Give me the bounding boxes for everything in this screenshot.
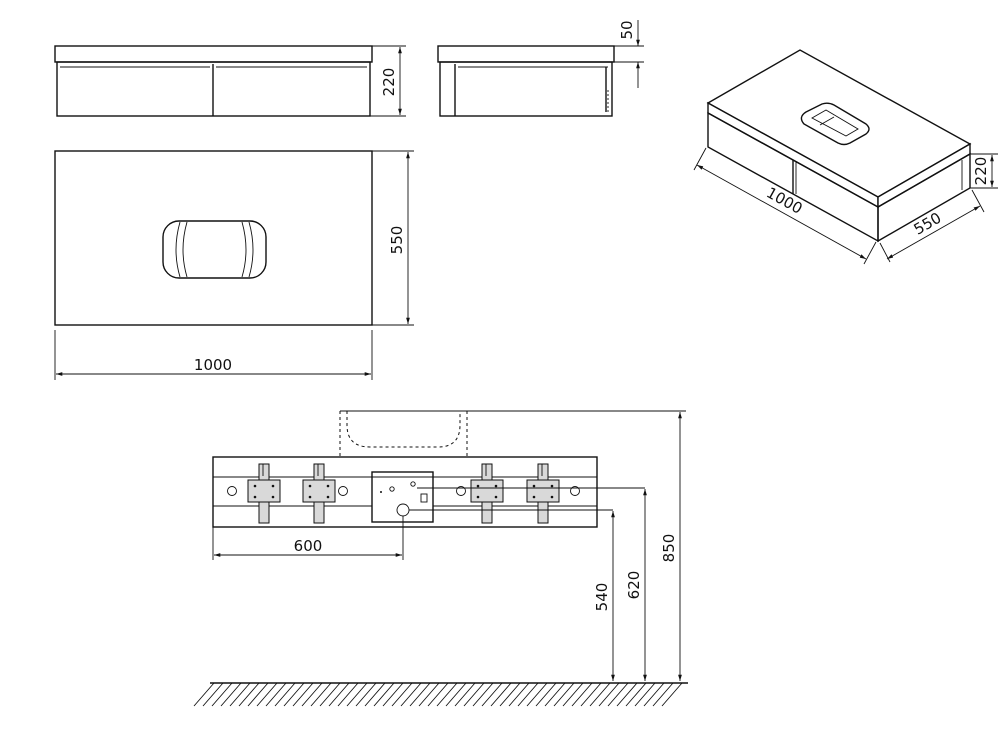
hatch-line — [517, 682, 539, 707]
mounting-bracket — [526, 463, 560, 524]
hatch-line — [328, 682, 350, 707]
top-view: 1000 550 — [54, 150, 414, 380]
hatch-line — [382, 682, 404, 707]
hatch-line — [364, 682, 386, 707]
hatch-line — [598, 682, 620, 707]
hatch-line — [571, 682, 593, 707]
hatch-line — [400, 682, 422, 707]
height-540-label: 540 — [593, 583, 611, 612]
hatch-line — [643, 682, 665, 707]
hatch-line — [193, 682, 215, 707]
hatch-line — [463, 682, 485, 707]
side-view: 50 — [437, 20, 644, 117]
hatch-line — [472, 682, 494, 707]
iso-height-label: 220 — [972, 157, 990, 186]
hatch-line — [607, 682, 629, 707]
hatch-line — [355, 682, 377, 707]
hatch-line — [202, 682, 224, 707]
height-620-label: 620 — [625, 571, 643, 600]
mounting-bracket — [247, 463, 281, 524]
floor-hatch — [193, 682, 688, 707]
top-width-label: 1000 — [194, 356, 232, 374]
hatch-line — [238, 682, 260, 707]
hatch-line — [652, 682, 674, 707]
hatch-line — [481, 682, 503, 707]
top-thickness-label: 50 — [618, 20, 636, 39]
top-depth-label: 550 — [388, 226, 406, 255]
hatch-line — [445, 682, 467, 707]
hatch-line — [553, 682, 575, 707]
hatch-line — [616, 682, 638, 707]
mounting-bracket — [470, 463, 504, 524]
hatch-line — [391, 682, 413, 707]
mounting-bracket — [302, 463, 336, 524]
hatch-line — [508, 682, 530, 707]
hatch-line — [229, 682, 251, 707]
iso-depth-label: 550 — [911, 209, 945, 239]
hatch-line — [373, 682, 395, 707]
height-850-label: 850 — [660, 534, 678, 563]
hatch-line — [283, 682, 305, 707]
hatch-line — [310, 682, 332, 707]
hatch-line — [454, 682, 476, 707]
hatch-line — [418, 682, 440, 707]
hatch-line — [589, 682, 611, 707]
hatch-line — [634, 682, 656, 707]
hatch-line — [535, 682, 557, 707]
hatch-line — [499, 682, 521, 707]
hatch-line — [526, 682, 548, 707]
hatch-line — [265, 682, 287, 707]
isometric-view: 1000 550 220 — [693, 49, 998, 265]
front-height-label: 220 — [380, 68, 398, 97]
hatch-line — [562, 682, 584, 707]
hatch-line — [661, 682, 683, 707]
hatch-line — [256, 682, 278, 707]
front-view: 220 — [54, 45, 406, 117]
hatch-line — [220, 682, 242, 707]
mounting-view: 600 540 620 850 — [193, 410, 688, 707]
hatch-line — [247, 682, 269, 707]
hatch-line — [211, 682, 233, 707]
hatch-line — [436, 682, 458, 707]
hatch-line — [337, 682, 359, 707]
hatch-line — [544, 682, 566, 707]
hatch-line — [346, 682, 368, 707]
bracket-spacing-label: 600 — [294, 537, 323, 555]
hatch-line — [292, 682, 314, 707]
hatch-line — [319, 682, 341, 707]
hatch-line — [580, 682, 602, 707]
hatch-line — [427, 682, 449, 707]
hatch-line — [625, 682, 647, 707]
hatch-line — [490, 682, 512, 707]
hatch-line — [409, 682, 431, 707]
hatch-line — [301, 682, 323, 707]
hatch-line — [274, 682, 296, 707]
